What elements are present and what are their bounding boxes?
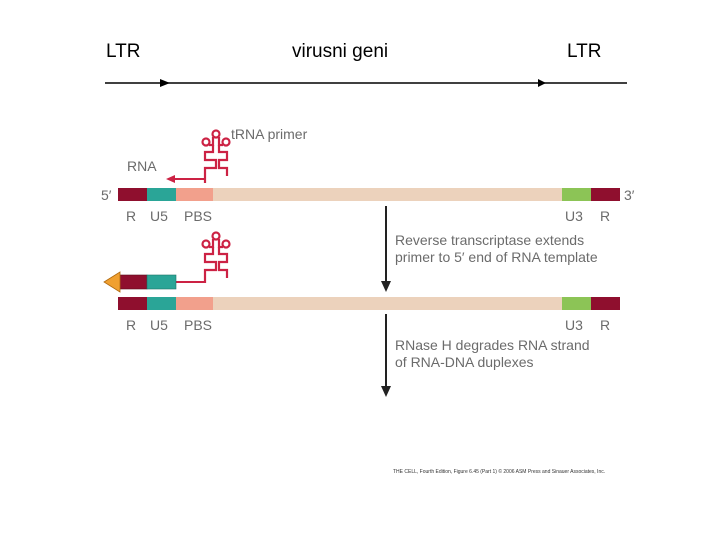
segment-u3 xyxy=(562,188,591,201)
r-label: R xyxy=(126,208,137,224)
pbs-label: PBS xyxy=(184,317,213,333)
five-prime-label: 5′ xyxy=(101,187,112,203)
segment-pbs xyxy=(176,188,213,201)
step2-caption-line2: of RNA-DNA duplexes xyxy=(395,354,534,370)
new-dna-arrowhead xyxy=(103,271,121,293)
r-label: R xyxy=(600,317,611,333)
u5-label: U5 xyxy=(150,208,168,224)
segment-u3 xyxy=(562,297,591,310)
three-prime-label: 3′ xyxy=(624,187,635,203)
segment-u5 xyxy=(147,188,176,201)
new-dna-strand xyxy=(103,271,177,293)
segment-r xyxy=(591,297,620,310)
segment-pbs xyxy=(176,297,213,310)
segment-body xyxy=(213,188,562,201)
u5-label: U5 xyxy=(150,317,168,333)
virus-genes-label: virusni geni xyxy=(292,41,389,62)
ltr-left-label: LTR xyxy=(106,41,141,62)
trna-primer-label: tRNA primer xyxy=(231,126,308,142)
u3-label: U3 xyxy=(565,208,583,224)
ltr-right-label: LTR xyxy=(567,41,602,62)
r-label: R xyxy=(600,208,611,224)
trna-cloverleaf-icon xyxy=(201,129,231,183)
trna-cloverleaf-icon xyxy=(201,231,231,283)
ltr-boundary-arrow-right xyxy=(538,79,546,87)
u3-label: U3 xyxy=(565,317,583,333)
segment-r xyxy=(118,297,147,310)
step1-caption-line2: primer to 5′ end of RNA template xyxy=(395,249,598,265)
segment-u5 xyxy=(147,297,176,310)
step1-caption-line1: Reverse transcriptase extends xyxy=(395,232,585,248)
pbs-label: PBS xyxy=(184,208,213,224)
ltr-boundary-arrow-left xyxy=(160,79,170,87)
figure-credit: THE CELL, Fourth Edition, Figure 6.45 (P… xyxy=(393,469,606,475)
step2-caption-line1: RNase H degrades RNA strand xyxy=(395,337,590,353)
segment-r xyxy=(591,188,620,201)
r-label: R xyxy=(126,317,137,333)
segment-r xyxy=(118,188,147,201)
rna-label: RNA xyxy=(127,158,157,174)
segment-body xyxy=(213,297,562,310)
